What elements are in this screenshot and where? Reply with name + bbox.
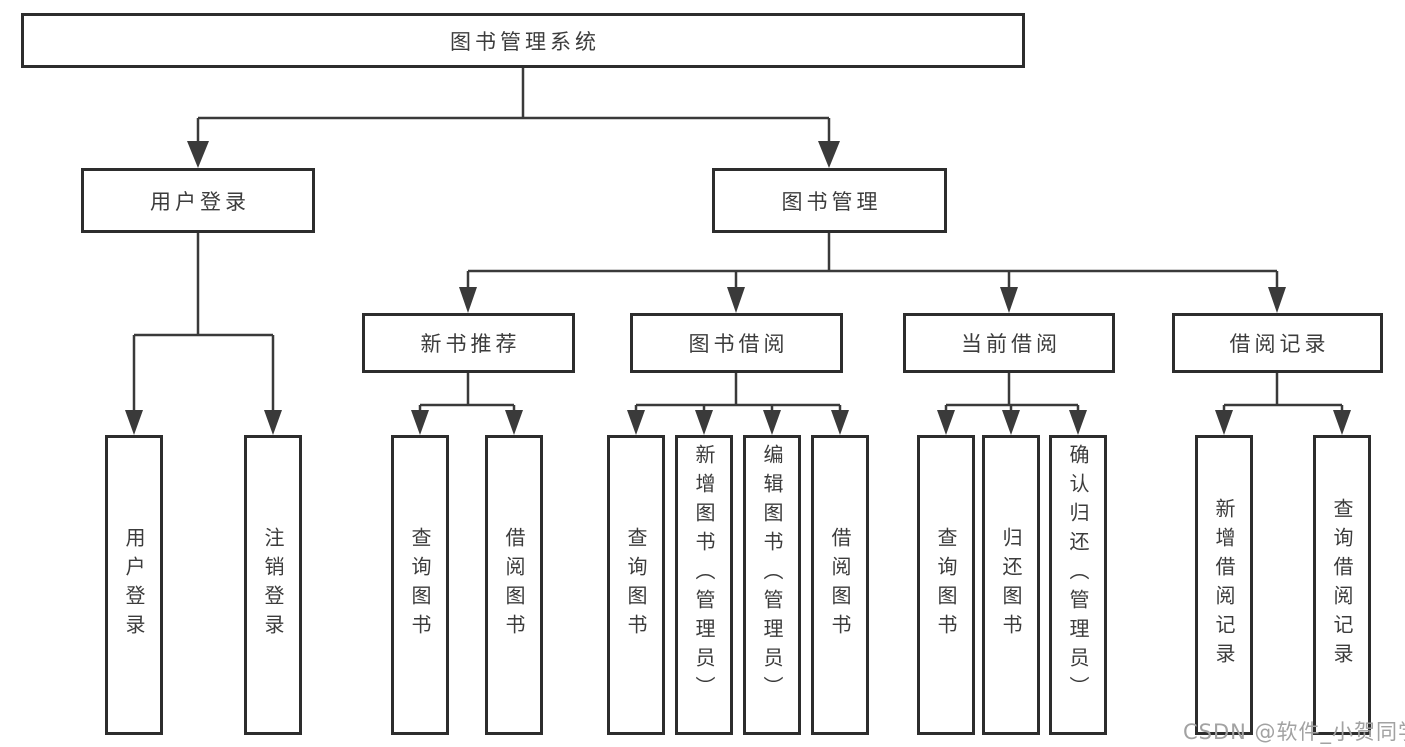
leaf-borrow-books: 借阅图书 <box>811 435 869 735</box>
connector-current-borrow-group <box>944 373 1080 412</box>
leaf-label: 新增图书（管理员） <box>692 444 716 705</box>
connector-root-to-branches <box>196 68 831 144</box>
node-label: 当前借阅 <box>961 332 1061 356</box>
leaf-label: 借阅图书 <box>828 527 852 643</box>
node-borrowing-records: 借阅记录 <box>1172 313 1383 373</box>
node-label: 借阅记录 <box>1229 332 1330 356</box>
leaf-return-books: 归还图书 <box>982 435 1040 735</box>
node-label: 图书管理 <box>781 189 882 214</box>
leaf-label: 查询图书 <box>934 527 958 643</box>
node-book-borrowing: 图书借阅 <box>630 313 843 373</box>
leaf-add-books-admin: 新增图书（管理员） <box>675 435 733 735</box>
csdn-watermark: CSDN @软件_小贺同学 <box>1183 720 1405 744</box>
leaf-query-books-current: 查询图书 <box>917 435 975 735</box>
connector-user-login-group <box>132 232 275 412</box>
leaf-query-books-recommend: 查询图书 <box>391 435 449 735</box>
leaf-user-login: 用户登录 <box>105 435 163 735</box>
connector-new-book-group <box>418 373 516 412</box>
leaf-label: 确认归还（管理员） <box>1066 444 1090 705</box>
connector-book-mgmt-to-modules <box>466 232 1279 289</box>
node-user-login: 用户登录 <box>81 168 315 233</box>
leaf-label: 用户登录 <box>122 527 146 643</box>
node-book-management: 图书管理 <box>712 168 947 233</box>
connector-book-borrow-group <box>634 373 842 412</box>
leaf-query-borrow-record: 查询借阅记录 <box>1313 435 1371 735</box>
leaf-label: 查询借阅记录 <box>1330 498 1354 672</box>
arrowheads <box>125 141 1351 435</box>
leaf-label: 归还图书 <box>999 527 1023 643</box>
node-label: 新书推荐 <box>420 332 521 356</box>
node-label: 用户登录 <box>150 189 250 214</box>
node-library-management-system: 图书管理系统 <box>21 13 1025 68</box>
leaf-add-borrow-record: 新增借阅记录 <box>1195 435 1253 735</box>
leaf-confirm-return-admin: 确认归还（管理员） <box>1049 435 1107 735</box>
leaf-query-books-borrowing: 查询图书 <box>607 435 665 735</box>
node-new-book-recommendation: 新书推荐 <box>362 313 575 373</box>
leaf-label: 查询图书 <box>624 527 648 643</box>
node-current-borrowing: 当前借阅 <box>903 313 1115 373</box>
leaf-borrow-books-recommend: 借阅图书 <box>485 435 543 735</box>
leaf-logout: 注销登录 <box>244 435 302 735</box>
leaf-edit-books-admin: 编辑图书（管理员） <box>743 435 801 735</box>
node-label: 图书借阅 <box>688 332 789 356</box>
leaf-label: 编辑图书（管理员） <box>760 444 784 705</box>
leaf-label: 查询图书 <box>408 527 432 643</box>
connector-borrow-record-group <box>1222 373 1344 412</box>
leaf-label: 借阅图书 <box>502 527 526 643</box>
leaf-label: 新增借阅记录 <box>1212 498 1236 672</box>
node-label: 图书管理系统 <box>450 29 600 54</box>
leaf-label: 注销登录 <box>261 527 285 643</box>
